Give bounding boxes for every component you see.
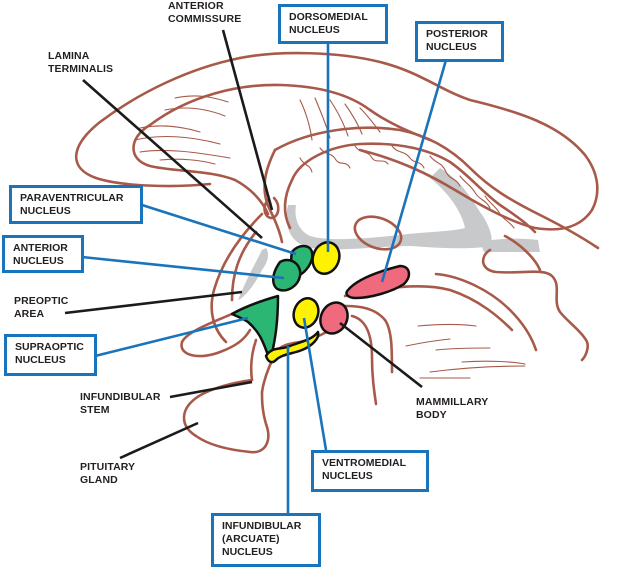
midbrain-curve-2	[350, 314, 378, 406]
leader-lines	[64, 29, 448, 516]
leader-infundibular-stem	[169, 380, 253, 399]
label-mammillary-body: MAMMILLARY BODY	[416, 396, 489, 421]
posterior-nucleus-shape	[345, 264, 411, 300]
hatch	[299, 157, 313, 173]
corpus-callosum-outer	[238, 51, 599, 231]
ventromedial-nucleus-shape	[292, 297, 320, 329]
pituitary-gland-outline	[182, 378, 270, 454]
fornix-upper	[273, 126, 600, 250]
lamina-terminalis-curve	[210, 212, 264, 344]
leader-ventromedial-nucleus	[302, 317, 328, 451]
dorsomedial-nucleus-shape	[311, 241, 341, 275]
hatch	[435, 347, 491, 351]
anterior-commissure-bulb	[263, 196, 280, 220]
interthalamic-adhesion	[353, 215, 403, 251]
corpus-callosum-inner	[148, 83, 432, 142]
third-ventricle-shade	[286, 168, 492, 250]
hatch	[405, 338, 451, 347]
posterior-squiggle	[481, 248, 589, 362]
corpus-callosum-inner-front	[132, 123, 270, 216]
leader-lamina-terminalis	[82, 79, 263, 239]
hatch	[134, 135, 221, 145]
hatch	[359, 107, 381, 133]
label-anterior-commissure: ANTERIOR COMMISSURE	[168, 0, 242, 25]
optic-chiasm-loop	[180, 310, 252, 358]
hatch	[429, 365, 526, 373]
leader-posterior-nucleus	[380, 59, 448, 283]
box-infundibular-nucleus: INFUNDIBULAR (ARCUATE) NUCLEUS	[211, 513, 321, 567]
hatch	[461, 360, 526, 365]
anterior-nucleus-shape	[272, 258, 302, 292]
leader-anterior-commissure	[221, 29, 274, 211]
label-preoptic-area: PREOPTIC AREA	[14, 295, 69, 320]
midbrain-curve	[343, 304, 394, 374]
leader-preoptic-area	[64, 290, 243, 315]
box-paraventricular-nucleus: PARAVENTRICULAR NUCLEUS	[9, 185, 143, 224]
hatch	[391, 145, 425, 169]
hatch	[484, 195, 515, 229]
leader-supraoptic-nucleus	[94, 316, 249, 358]
hatch	[159, 158, 216, 165]
label-lamina-terminalis: LAMINA TERMINALIS	[48, 50, 114, 75]
leader-anterior-nucleus	[81, 255, 285, 280]
hatch	[429, 155, 461, 187]
leader-mammillary-body	[339, 321, 423, 389]
box-anterior-nucleus: ANTERIOR NUCLEUS	[2, 235, 84, 273]
hatch	[417, 323, 477, 327]
fornix-column-inner	[283, 178, 294, 230]
posterior-squiggle-2	[503, 234, 542, 272]
hatch	[329, 99, 349, 137]
mammillary-body-shape	[319, 301, 349, 335]
box-ventromedial-nucleus: VENTROMEDIAL NUCLEUS	[311, 450, 429, 492]
hatch	[319, 147, 351, 169]
leader-pituitary-gland	[119, 421, 199, 460]
hatch	[459, 175, 491, 209]
fornix-lower	[290, 142, 537, 234]
hatch	[139, 125, 201, 133]
box-posterior-nucleus: POSTERIOR NUCLEUS	[415, 21, 504, 62]
label-pituitary-gland: PITUITARY GLAND	[80, 461, 136, 486]
label-infundibular-stem: INFUNDIBULAR STEM	[80, 391, 161, 416]
hatch	[164, 107, 226, 117]
leader-paraventricular-nucleus	[141, 203, 297, 256]
fiber-hatching	[134, 95, 526, 379]
hatch	[354, 145, 389, 165]
midbrain-curve-3	[434, 272, 538, 352]
nuclei	[230, 241, 411, 364]
box-supraoptic-nucleus: SUPRAOPTIC NUCLEUS	[4, 334, 97, 376]
fornix-column	[263, 148, 284, 244]
hatch	[139, 149, 231, 159]
hatch	[344, 103, 363, 135]
hatch	[299, 99, 313, 141]
box-dorsomedial-nucleus: DORSOMEDIAL NUCLEUS	[278, 4, 388, 44]
corpus-callosum-outer-front	[74, 56, 242, 188]
infundibular-stem-left	[249, 338, 258, 382]
hatch	[174, 95, 229, 103]
